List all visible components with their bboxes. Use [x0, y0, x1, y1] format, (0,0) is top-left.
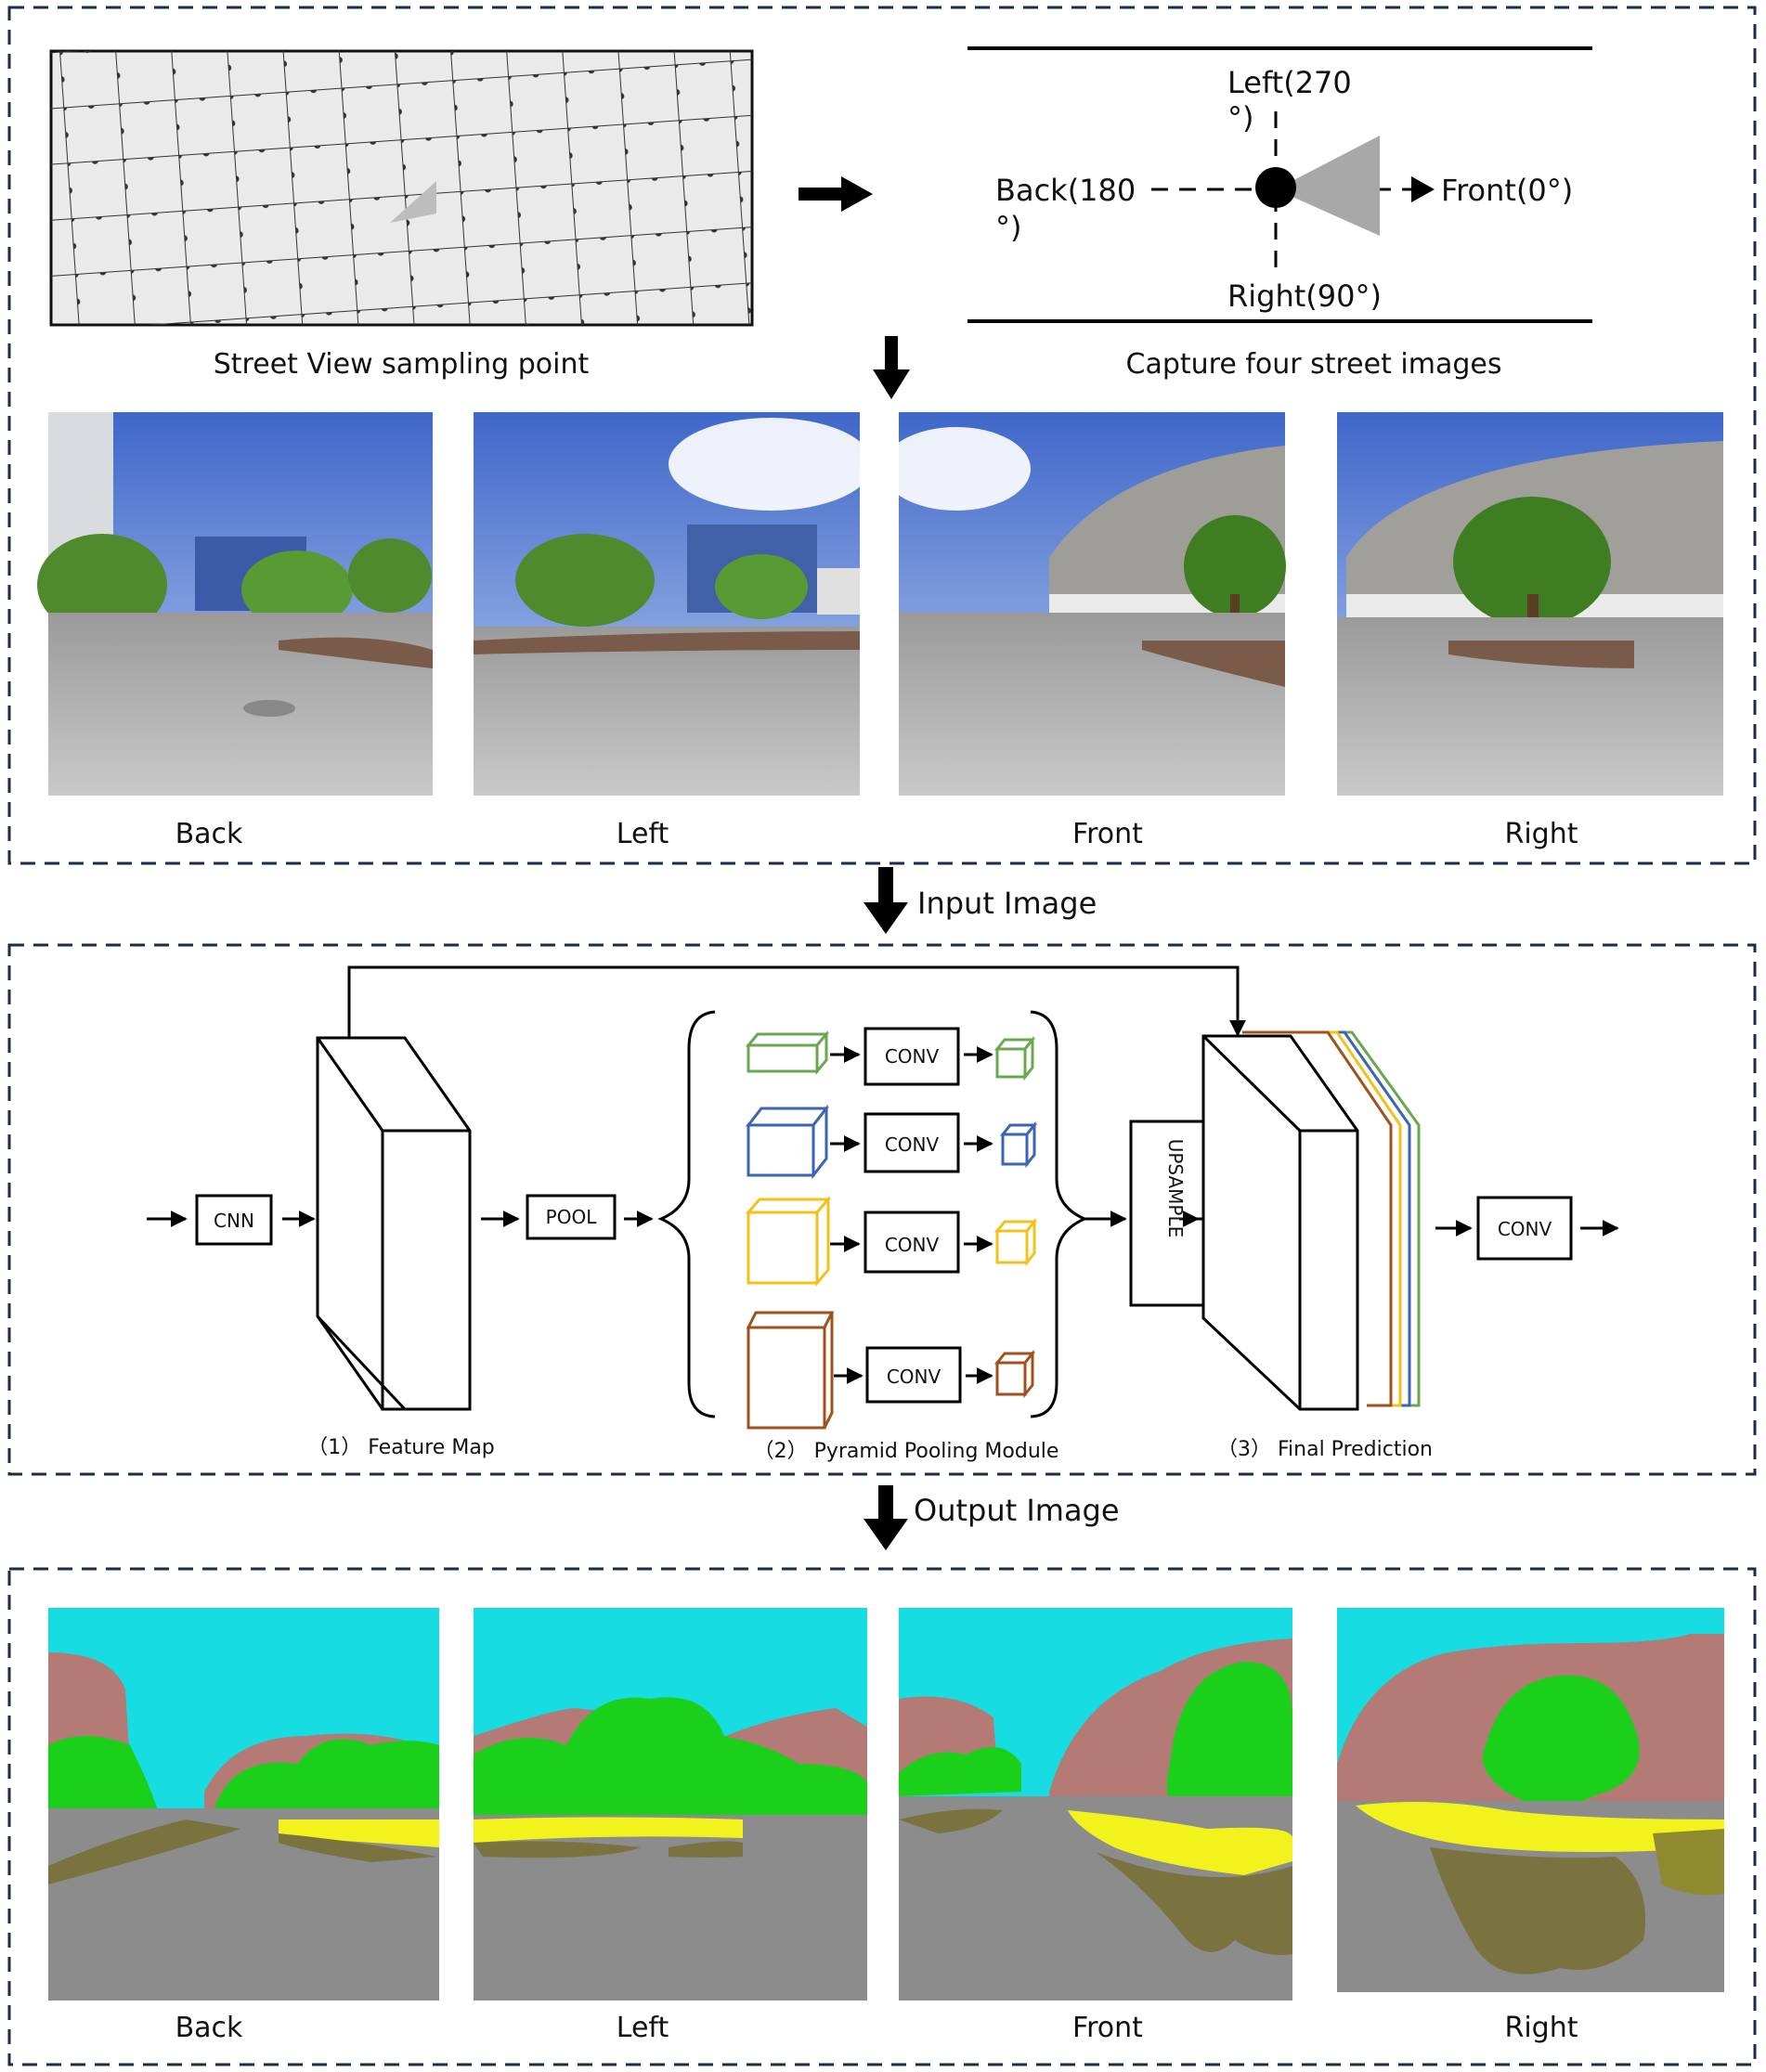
pyramid-bin-2 — [745, 1104, 1038, 1180]
pool-label: POOL — [546, 1206, 598, 1228]
arrow-down-icon — [864, 867, 908, 934]
capture-direction-diagram — [967, 46, 1592, 323]
cnn-label: CNN — [214, 1210, 254, 1232]
final-conv-label: CONV — [1498, 1218, 1552, 1240]
sampling-point-icon — [1255, 167, 1296, 208]
section-pspnet-frame — [7, 943, 1757, 1476]
segmentation-label-front: Front — [1072, 2012, 1143, 2044]
arrow-down-icon — [873, 336, 910, 399]
sampling-map — [49, 49, 754, 327]
label-left-direction: Left(270 — [1227, 65, 1352, 100]
label-front-direction: Front(0°) — [1441, 173, 1573, 208]
street-photo-right — [1337, 412, 1723, 796]
arrow-down-icon — [864, 1485, 908, 1550]
pyramid-bin-1 — [745, 1030, 1036, 1081]
street-photo-left — [474, 412, 873, 796]
label-back-direction: Back(180 — [995, 173, 1136, 208]
caption-feature-map: （1） Feature Map — [307, 1436, 495, 1459]
final-conv-box — [1476, 1196, 1573, 1261]
directions-caption: Capture four street images — [1126, 348, 1502, 381]
input-image-label: Input Image — [917, 886, 1097, 921]
segmentation-label-right: Right — [1505, 2012, 1578, 2044]
street-label-right: Right — [1505, 818, 1578, 850]
section-sampling-frame — [7, 6, 1757, 865]
arrow-right-icon — [799, 176, 873, 212]
upsample-label: UPSAMPLE — [1164, 1139, 1187, 1238]
street-photo-back — [37, 412, 433, 796]
conv-label-4: CONV — [887, 1366, 941, 1388]
conv-label-3: CONV — [885, 1234, 940, 1256]
caption-final-prediction: （3） Final Prediction — [1217, 1438, 1433, 1461]
street-label-back: Back — [175, 818, 243, 850]
feature-map-block — [316, 1036, 472, 1411]
street-photo-front — [882, 412, 1286, 796]
conv-box-3 — [864, 1211, 960, 1274]
output-image-label: Output Image — [914, 1493, 1120, 1528]
label-right-direction: Right(90°) — [1227, 278, 1382, 314]
pyramid-bin-4 — [746, 1311, 1036, 1430]
conv-label-2: CONV — [885, 1133, 940, 1156]
conv-box-2 — [864, 1112, 960, 1173]
pspnet-diagram — [147, 965, 1619, 1430]
conv-label-1: CONV — [885, 1045, 940, 1068]
street-label-left: Left — [617, 818, 669, 850]
conv-box-4 — [865, 1346, 962, 1404]
label-back-direction-cont: °) — [995, 210, 1021, 245]
cnn-box — [195, 1194, 273, 1246]
caption-pyramid-pooling: （2） Pyramid Pooling Module — [754, 1440, 1059, 1463]
segmentation-front — [899, 1608, 1292, 2001]
street-label-front: Front — [1072, 818, 1143, 850]
pyramid-bin-3 — [745, 1195, 1038, 1288]
section-segmentation-frame — [7, 1567, 1757, 2066]
segmentation-right — [1337, 1608, 1724, 1992]
segmentation-back — [48, 1608, 439, 2001]
segmentation-label-left: Left — [617, 2012, 669, 2044]
pool-box — [526, 1194, 617, 1240]
segmentation-label-back: Back — [175, 2012, 243, 2044]
map-caption: Street View sampling point — [214, 348, 590, 381]
final-prediction-block — [1201, 1030, 1421, 1411]
conv-box-1 — [864, 1027, 960, 1086]
label-left-direction-cont: °) — [1227, 100, 1253, 136]
segmentation-left — [474, 1608, 867, 2001]
